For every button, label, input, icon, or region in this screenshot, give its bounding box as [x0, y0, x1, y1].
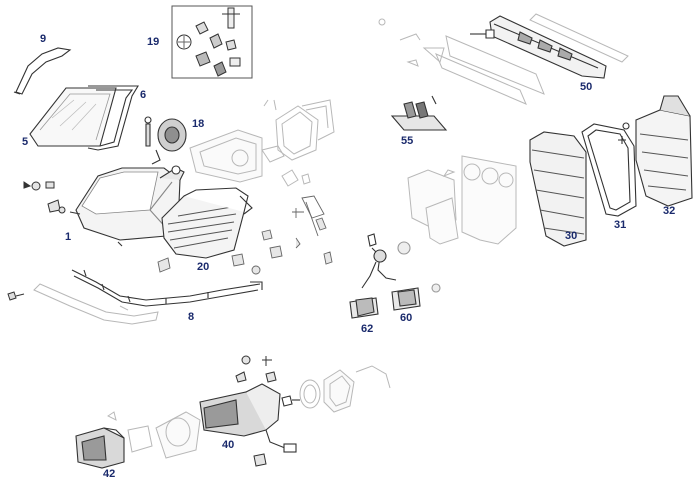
callout-62: 62 [361, 323, 374, 335]
part-19-fixing-kit [171, 5, 253, 79]
callout-31: 31 [614, 219, 627, 231]
part-5-headlamp-lens [29, 87, 117, 147]
faded-rear-strip [378, 13, 629, 105]
part-1-headlamp-housing [69, 165, 185, 247]
part-40-fog-lamp [199, 383, 300, 453]
callout-18: 18 [192, 118, 205, 130]
callout-32: 32 [663, 205, 676, 217]
callout-1: 1 [65, 231, 72, 243]
callout-5: 5 [22, 136, 29, 148]
callout-60: 60 [400, 312, 413, 324]
part-30-tail-lamp-lens [529, 131, 587, 247]
part-62-side-marker [349, 297, 379, 319]
callout-42: 42 [103, 468, 116, 480]
part-9-trim-strip [13, 47, 72, 95]
part-55-plate-light [390, 95, 448, 131]
fasteners-lamp-20 [157, 195, 333, 275]
side-marker-harness [361, 233, 441, 293]
callout-40: 40 [222, 439, 235, 451]
part-42-fog-lamp [75, 427, 125, 469]
faded-fog-lamp-parts [107, 365, 391, 459]
front-screw [7, 291, 25, 301]
callout-8: 8 [188, 311, 195, 323]
callout-30: 30 [565, 230, 578, 242]
part-60-side-marker [391, 287, 421, 311]
part-18-adjuster-motor [144, 116, 187, 165]
part-32-tail-lamp-housing [618, 95, 693, 207]
faded-rear-lamp-assembly [407, 155, 517, 245]
part-8-bumper-strip [71, 269, 263, 307]
callout-9: 9 [40, 33, 47, 45]
faded-lower-strip [33, 283, 159, 325]
headlamp-screws [23, 181, 66, 214]
callout-6: 6 [140, 89, 147, 101]
faded-headlamp-parts [189, 99, 335, 187]
callout-50: 50 [580, 81, 593, 93]
part-50-rear-light-strip [470, 15, 607, 79]
part-6-lens-gasket [87, 85, 139, 151]
fog-lamp-fasteners [235, 355, 277, 467]
callout-55: 55 [401, 135, 414, 147]
callout-19: 19 [147, 36, 160, 48]
part-31-tail-lamp-gasket [581, 123, 637, 217]
callout-20: 20 [197, 261, 210, 273]
part-20-indicator-lamp [161, 187, 253, 259]
